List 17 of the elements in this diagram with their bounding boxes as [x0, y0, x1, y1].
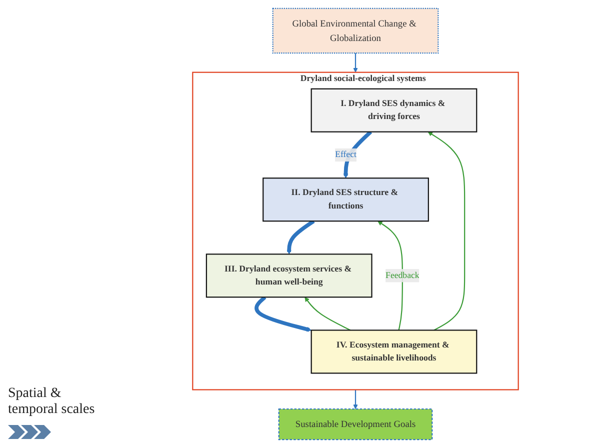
- arrow: [254, 296, 312, 332]
- node-box: Sustainable Development Goals: [278, 408, 433, 440]
- edge-label: Feedback: [386, 270, 420, 280]
- arrow: [304, 296, 351, 331]
- node-box: II. Dryland SES structure & functions: [262, 178, 429, 222]
- arrow: [343, 130, 372, 178]
- arrow: [378, 220, 403, 330]
- arrow: [353, 53, 358, 73]
- arrow: [286, 220, 315, 254]
- arrow: [353, 390, 358, 410]
- node-box: IV. Ecosystem management & sustainable livelihoods: [310, 330, 478, 374]
- note-text: Spatial & temporal scales: [8, 386, 96, 418]
- node-box: I. Dryland SES dynamics & driving forces: [310, 88, 478, 132]
- edge-label: Effect: [335, 150, 356, 160]
- node-box: III. Dryland ecosystem services & human well-being: [206, 254, 372, 298]
- node-box: Global Environmental Change & Globalization: [272, 8, 439, 54]
- arrow: [428, 132, 466, 331]
